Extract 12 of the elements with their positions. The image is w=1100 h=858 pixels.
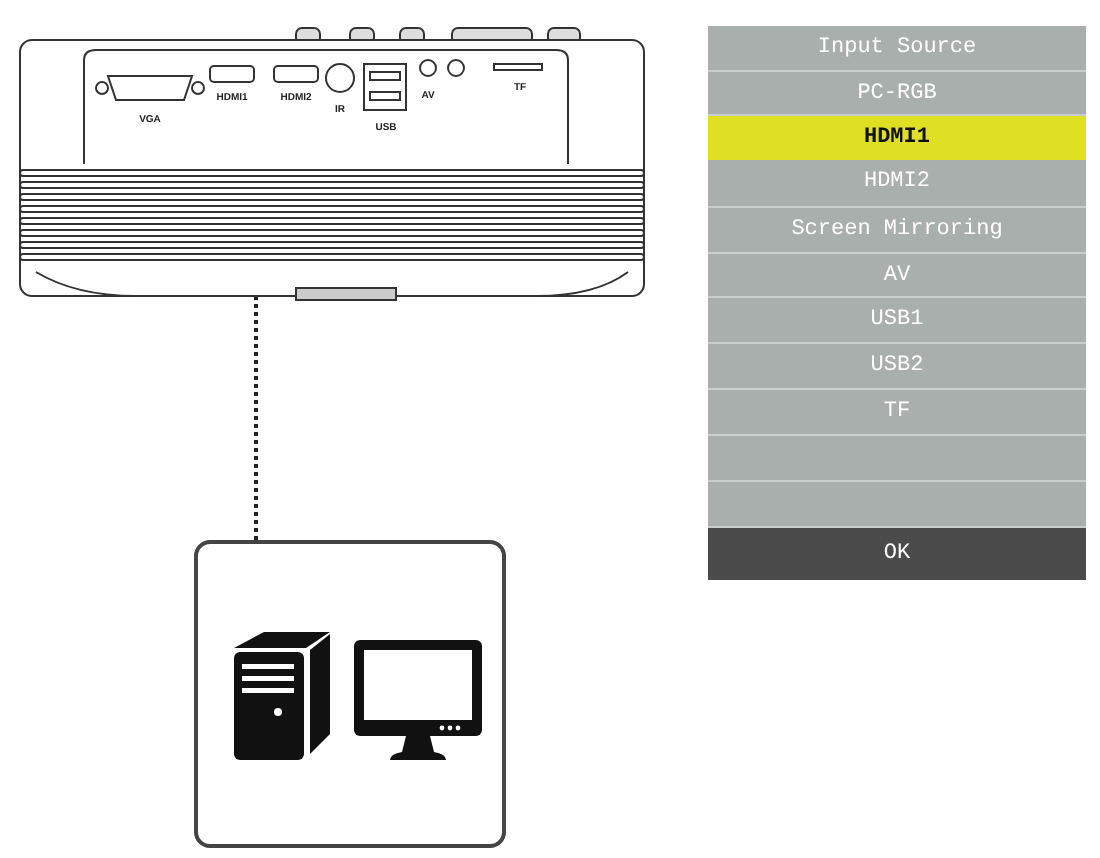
menu-item: USB2 — [868, 352, 926, 382]
menu-item: AV — [881, 262, 913, 292]
menu-title: Input Source — [815, 34, 979, 64]
menu-item: USB1 — [868, 306, 926, 336]
menu-item: HDMI2 — [861, 168, 932, 198]
connector-line — [254, 296, 258, 540]
menu-item-selected: HDMI1 — [708, 116, 1086, 160]
computer-box — [194, 540, 506, 848]
menu-item: PC-RGB — [855, 80, 939, 110]
menu-item: TF — [881, 398, 913, 428]
menu-item: Screen Mirroring — [789, 216, 1005, 246]
ok-button: OK — [708, 528, 1086, 580]
